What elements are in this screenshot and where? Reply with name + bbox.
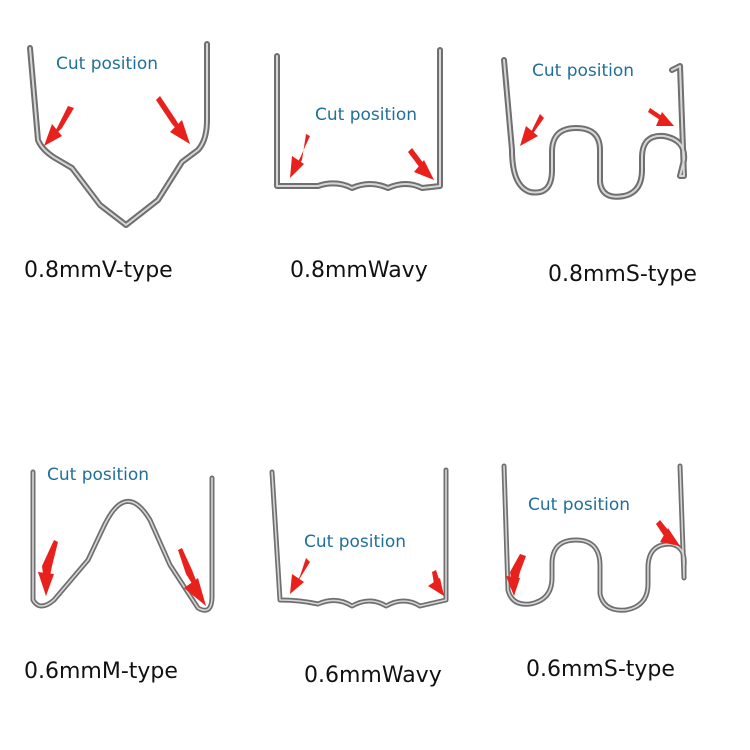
cut-arrow-icon (156, 96, 190, 144)
product-label-08-v-type: 0.8mmV-type (24, 258, 173, 283)
cut-arrow-icon (520, 114, 544, 146)
cut-position-label: Cut position (528, 495, 631, 515)
staple-s-type-06 (501, 463, 687, 613)
product-label-06-s-type: 0.6mmS-type (526, 657, 675, 682)
cut-arrow-icon (428, 570, 444, 596)
staple-v-type-08 (27, 41, 210, 228)
staple-wavy-08 (274, 47, 443, 191)
cut-position-label: Cut position (532, 61, 635, 81)
cut-arrow-icon (290, 558, 310, 594)
staple-s-type-08 (501, 57, 688, 200)
cut-arrow-icon (38, 540, 58, 596)
product-label-08-wavy: 0.8mmWavy (290, 258, 428, 283)
cut-arrow-icon (290, 134, 310, 178)
cut-position-label: Cut position (47, 465, 150, 485)
cut-position-label: Cut position (304, 532, 407, 552)
cut-position-label: Cut position (56, 54, 159, 74)
cut-arrow-icon (656, 520, 680, 546)
cut-arrow-icon (408, 148, 434, 180)
cut-arrow-icon (178, 548, 206, 606)
cut-arrow-icon (506, 554, 526, 596)
staple-m-type-06 (30, 469, 215, 613)
staple-wavy-06 (269, 467, 449, 609)
cut-arrow-icon (44, 106, 74, 146)
cut-position-label: Cut position (315, 105, 418, 125)
cut-arrow-icon (648, 108, 674, 126)
product-label-06-m-type: 0.6mmM-type (24, 659, 178, 684)
product-label-08-s-type: 0.8mmS-type (548, 262, 697, 287)
product-label-06-wavy: 0.6mmWavy (304, 663, 442, 688)
